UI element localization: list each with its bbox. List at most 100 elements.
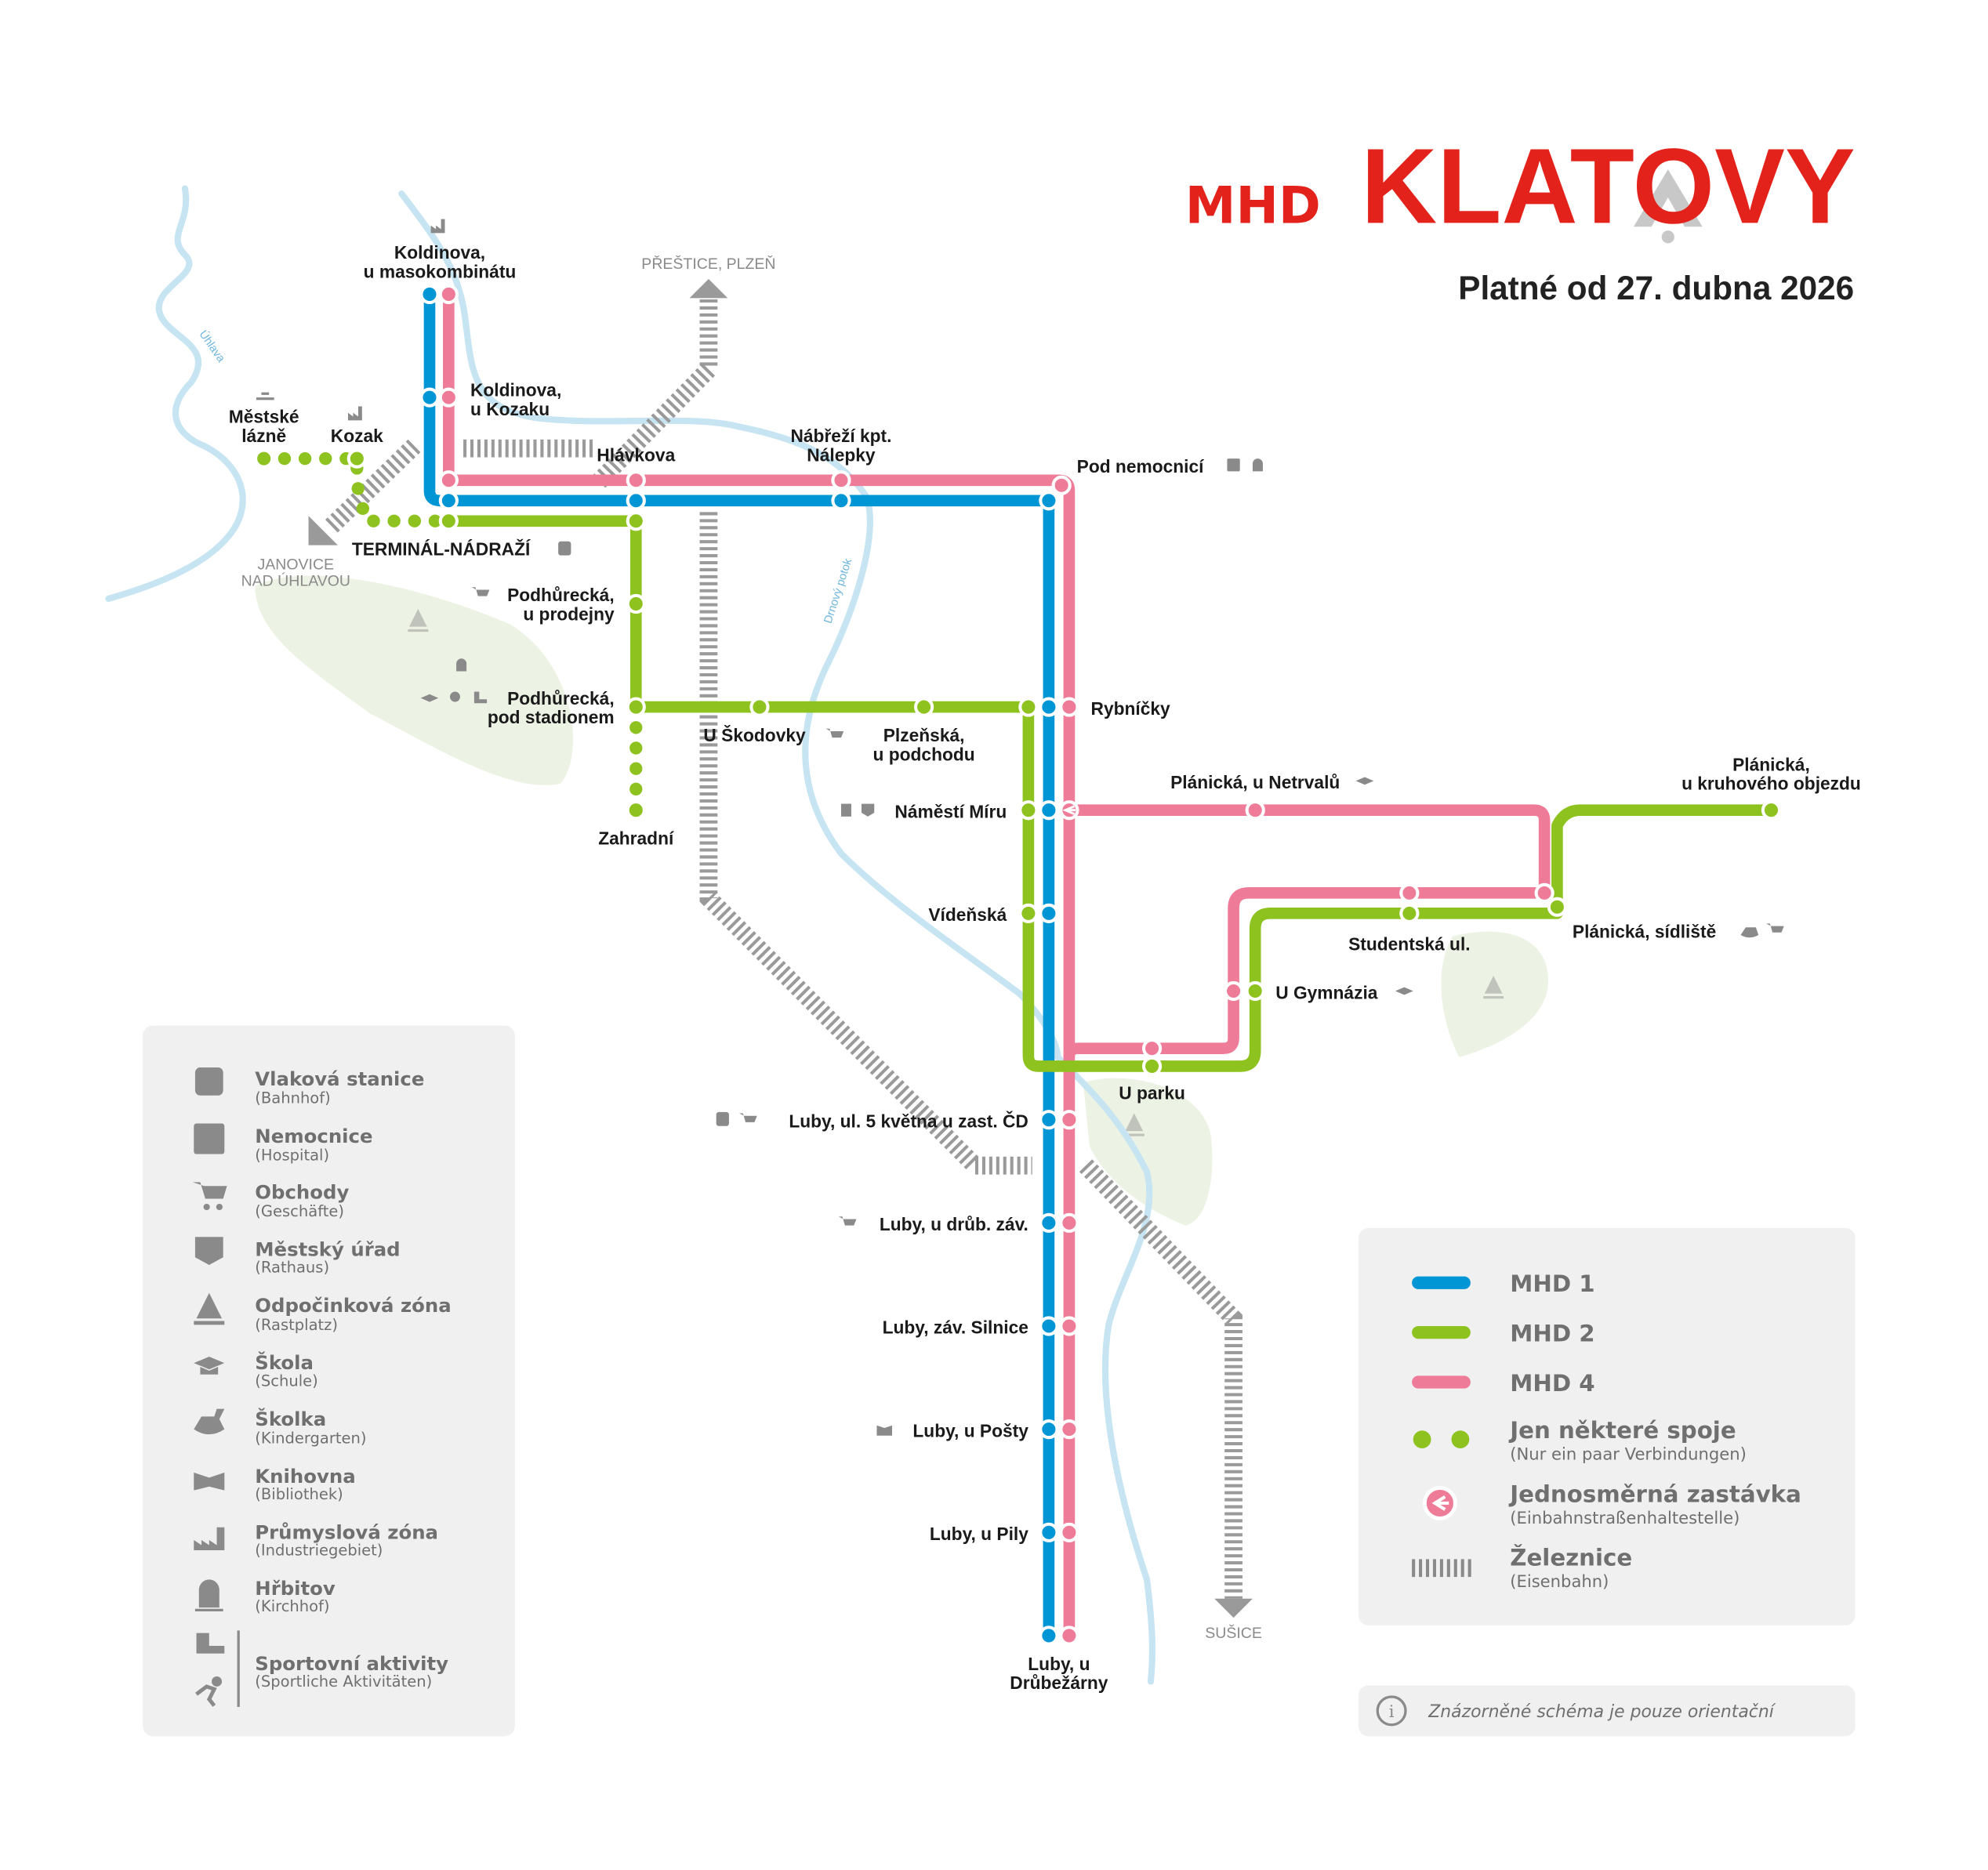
logo-title: KLATOVY [1361,125,1856,245]
legend-sub: (Bahnhof) [255,1089,330,1107]
stop-mhd4-pod-nemocnici[interactable] [1051,475,1072,495]
stop-mhd4-luby-5kvetna[interactable] [1059,1110,1079,1130]
stop-mhd2-namesti-miru[interactable] [1018,800,1039,821]
label-line: u prodejny [523,604,615,625]
stop-mhd4-luby-silnice[interactable] [1059,1316,1079,1336]
stop-mhd4-planicka-netrvalu[interactable] [1245,800,1265,821]
line-legend-panel [1358,1227,1856,1625]
stop-mhd4-luby-drubezarny[interactable] [1059,1625,1079,1646]
poi-legend-panel [143,1025,515,1737]
stop-mhd4-planicka-sidliste[interactable] [1534,882,1554,903]
graduation-cap-icon [1395,987,1413,995]
stop-mhd2-plzenska[interactable] [914,697,934,717]
stop-mhd1-luby-drubezarny[interactable] [1039,1625,1059,1646]
park-east [1441,931,1549,1058]
gravestone-icon [1252,458,1263,472]
library-icon [840,803,851,817]
stop-mhd1-koldinova-maso[interactable] [419,284,440,305]
logo-roof-mark [1633,169,1703,227]
note-panel [1358,1685,1856,1737]
swatch-mhd1 [1412,1276,1471,1289]
label-line: Nálepky [807,444,876,465]
legend-sub: (Rathaus) [255,1259,329,1277]
label-luby-5kvetna: Luby, ul. 5 května u zast. ČD [789,1111,1028,1131]
stop-mhd4-luby-drub[interactable] [1059,1212,1079,1233]
stop-mhd1-koldinova-kozak[interactable] [419,387,440,408]
stop-mhd4-koldinova-kozak[interactable] [438,387,459,408]
stop-mhd2-zahradni[interactable] [626,800,646,821]
rivers [105,185,1155,1685]
legend-partial-sub: (Nur ein paar Verbindungen) [1510,1444,1747,1464]
stop-mhd2-u-parku[interactable] [1141,1056,1163,1077]
stop-mhd1-luby-pily[interactable] [1039,1522,1059,1542]
stop-mhd4-koldinova-maso[interactable] [438,284,459,305]
stop-mhd2-u-gymnazia[interactable] [1245,980,1265,1002]
stop-mhd2-videnska[interactable] [1018,903,1039,923]
stop-mhd1-namesti-miru[interactable] [1039,800,1059,821]
train-icon [558,541,571,556]
stop-mhd2-rybnicky[interactable] [1018,697,1039,717]
stop-mhd4-terminal[interactable] [438,470,459,491]
stop-mhd1-luby-posty[interactable] [1039,1419,1059,1440]
logo-prefix: MHD [1185,176,1321,235]
stop-mhd1-luby-drub[interactable] [1039,1212,1059,1233]
stop-mhd2-kozak[interactable] [346,448,367,469]
stop-mhd2-hlavkova[interactable] [626,511,646,531]
destination-janovice-line2: NAD ÚHLAVOU [241,572,350,590]
stop-mhd2-terminal[interactable] [438,511,459,531]
stop-mhd2-mestske-lazne[interactable] [254,448,274,469]
railway-north [593,299,718,488]
stop-mhd2-planicka-kruhovy[interactable] [1761,800,1782,821]
destination-prestice-plzen: PŘEŠTICE, PLZEŇ [641,255,775,273]
oneway-arrow-icon [1431,1495,1449,1511]
stop-mhd2-studentska[interactable] [1399,903,1420,923]
stop-mhd2-planicka-sidliste[interactable] [1547,897,1567,917]
parks [255,575,1549,1226]
stop-mhd2-podhurecka-prodejny[interactable] [626,593,646,614]
stop-mhd4-u-gymnazia[interactable] [1223,980,1244,1002]
stop-mhd4-studentska[interactable] [1399,882,1420,903]
hospital-icon [194,1123,225,1154]
line-mhd4-loop [1063,804,1551,1058]
stop-mhd1-rybnicky[interactable] [1039,697,1059,717]
stop-mhd1-luby-silnice[interactable] [1039,1316,1059,1336]
oneway-arrow-icon [1062,805,1076,815]
town-hall-icon [861,803,875,817]
stop-mhd1-terminal[interactable] [438,491,459,511]
label-line: Nábřeží kpt. [790,426,891,446]
legend-title: Škola [255,1350,314,1374]
stop-mhd2-u-skodovky[interactable] [749,697,770,717]
label-rybnicky: Rybníčky [1091,698,1171,719]
stop-mhd4-rybnicky[interactable] [1059,697,1079,717]
stop-mhd4-nabrezi[interactable] [831,470,851,491]
label-luby-posty: Luby, u Pošty [912,1420,1028,1441]
stop-mhd1-hlavkova[interactable] [626,491,646,511]
label-podhurecka-prodejny: Podhůrecká,u prodejny [507,585,615,624]
label-plzenska: Plzeňská,u podchodu [873,725,975,764]
runner-icon [449,691,460,702]
stop-mhd1-videnska[interactable] [1039,903,1059,923]
stop-mhd2-podhurecka-stadion[interactable] [626,697,646,717]
legend-title: Městský úřad [255,1238,400,1261]
stop-mhd1-pod-nemocnici[interactable] [1039,491,1059,511]
sport-divider [237,1630,240,1707]
stop-mhd4-luby-pily[interactable] [1059,1522,1079,1542]
stop-mhd4-u-parku[interactable] [1141,1038,1163,1059]
legend-sub: (Kirchhof) [255,1597,329,1615]
legend-title: Odpočinková zóna [255,1294,451,1317]
label-line: u Kozaku [470,399,550,419]
label-line: Drůbežárny [1010,1672,1108,1693]
legend-partial-title: Jen některé spoje [1508,1417,1736,1444]
label-u-gymnazia: U Gymnázia [1275,982,1378,1002]
stop-mhd4-hlavkova[interactable] [626,470,646,491]
tree-icon [1483,976,1504,999]
label-line: Plzeňská, [883,725,965,745]
stop-mhd4-luby-posty[interactable] [1059,1419,1079,1440]
cart-icon [738,1113,757,1122]
stop-mhd1-nabrezi[interactable] [831,491,851,511]
stop-mhd1-luby-5kvetna[interactable] [1039,1110,1059,1130]
cart-icon [1765,923,1784,933]
legend-mhd2: MHD 2 [1510,1320,1594,1346]
